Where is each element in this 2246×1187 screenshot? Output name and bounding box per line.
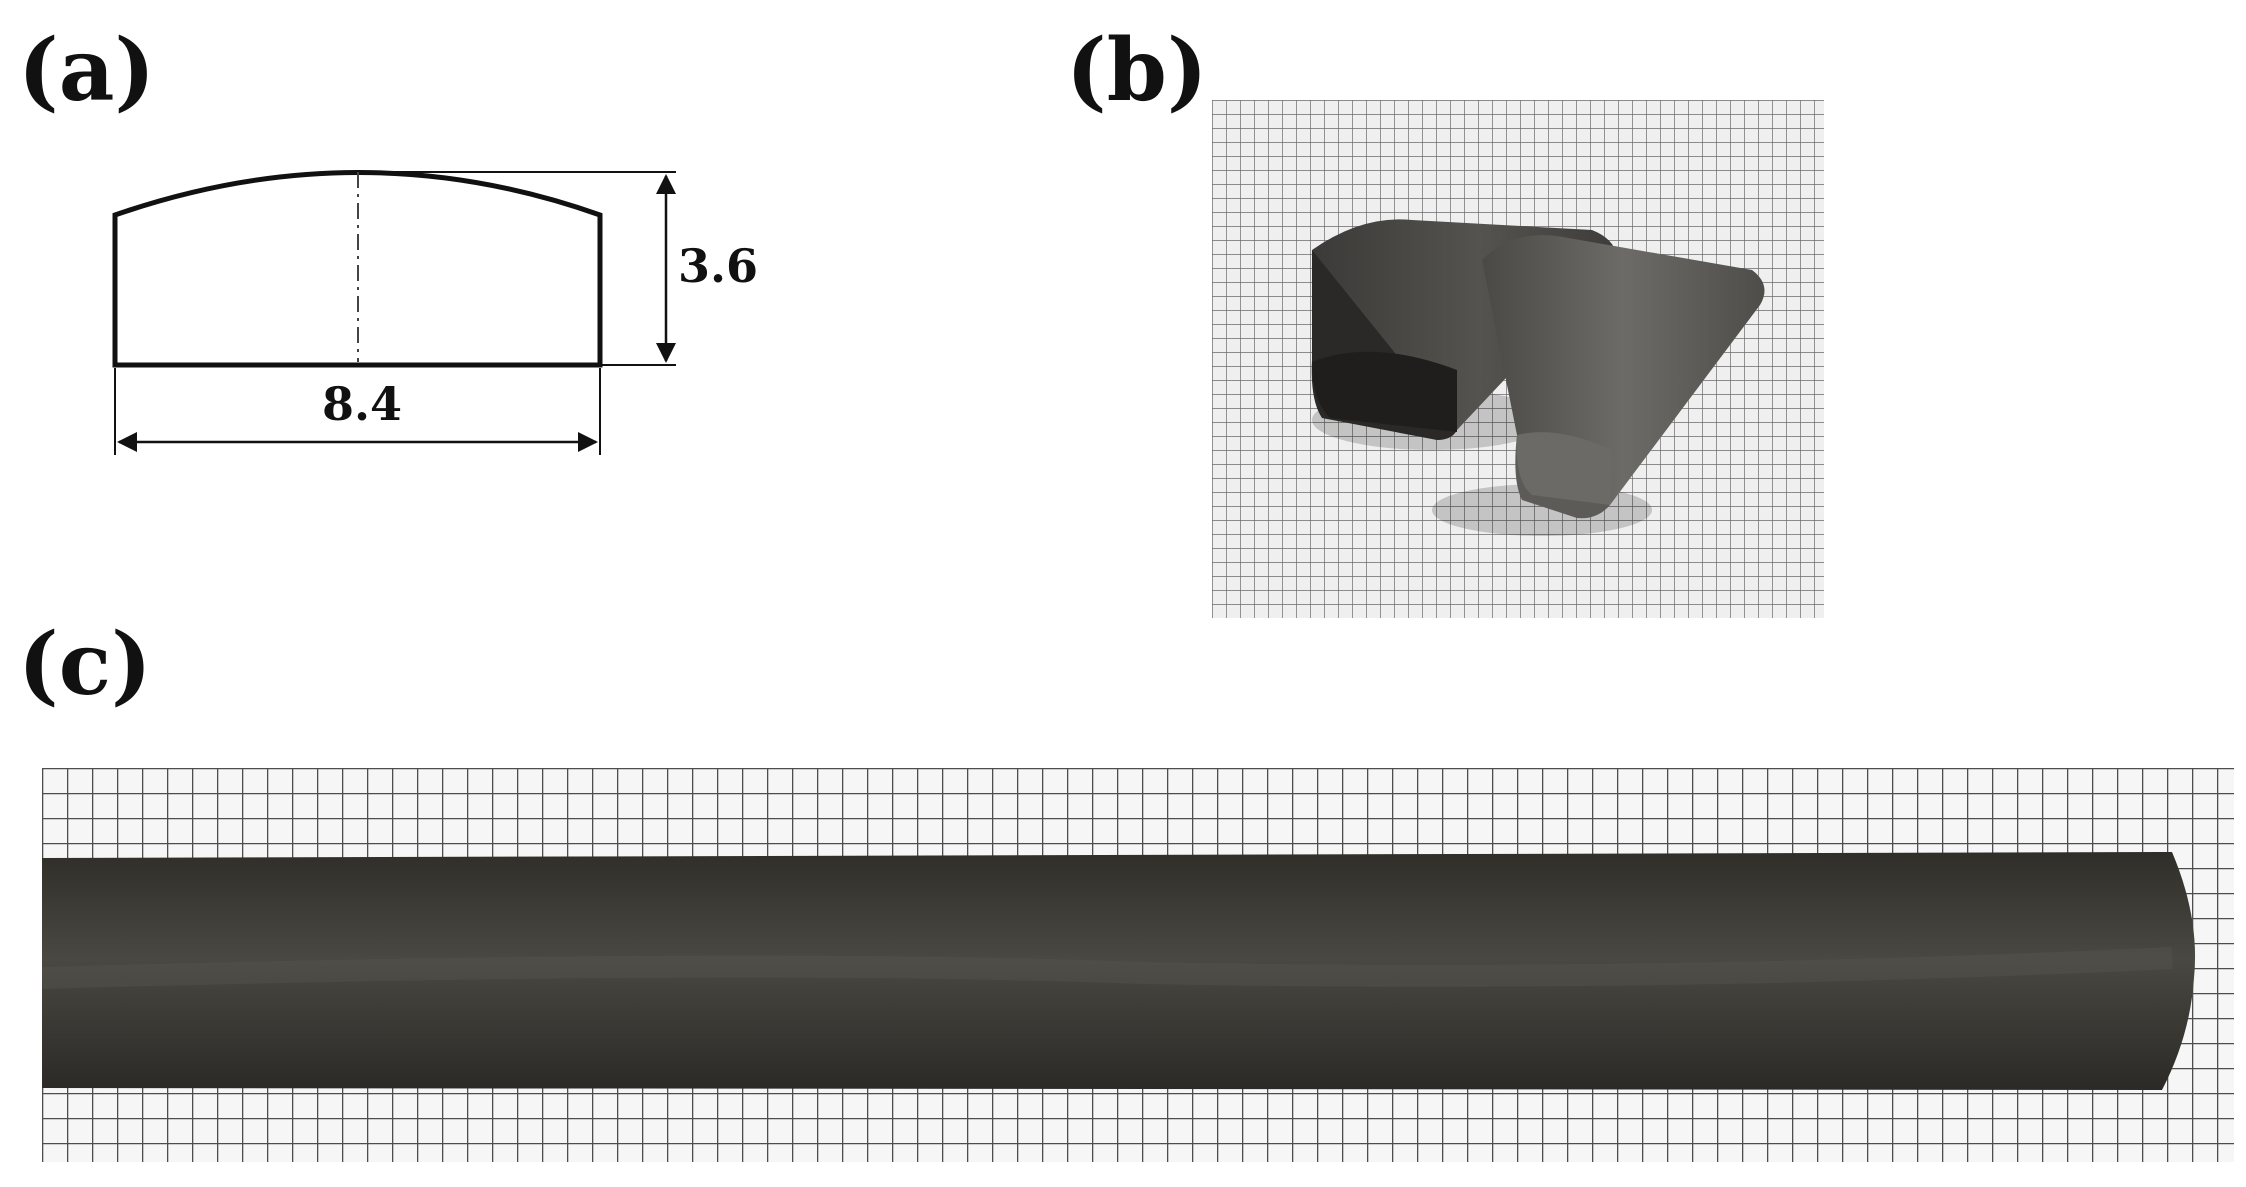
cross-section-drawing: 3.6 8.4	[112, 170, 758, 455]
width-dimension-text: 8.4	[322, 377, 402, 431]
height-dimension-text: 3.6	[678, 239, 758, 293]
panel-a-label: (a)	[18, 20, 156, 121]
panel-c-label: (c)	[18, 614, 152, 715]
specimen-2	[1482, 235, 1765, 519]
panel-b-label: (b)	[1066, 20, 1208, 121]
long-specimen	[42, 852, 2196, 1090]
specimens-photo	[1212, 100, 1824, 618]
long-specimen-photo	[42, 768, 2234, 1162]
